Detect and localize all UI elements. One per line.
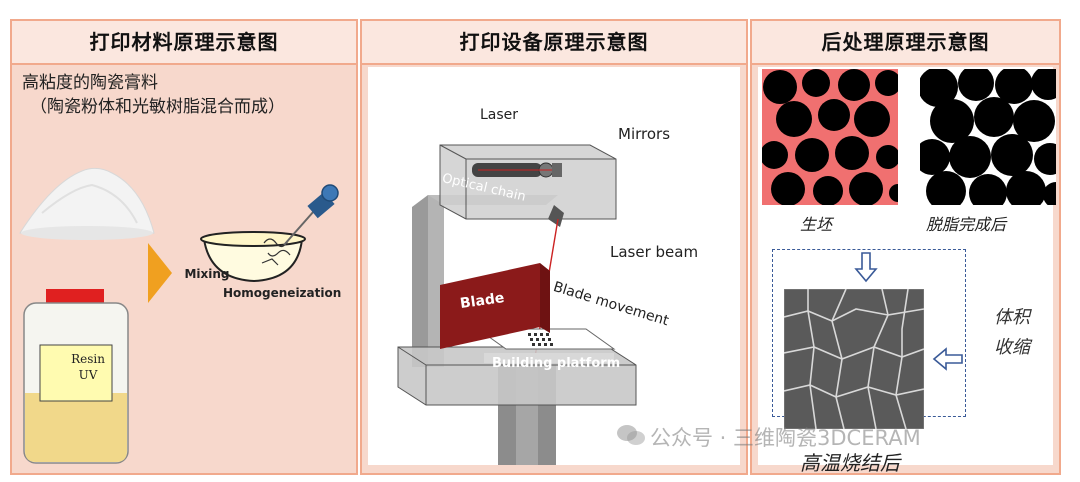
arrow-right-icon (148, 243, 172, 303)
sintered-body-image (784, 289, 924, 429)
material-line2: （陶瓷粉体和光敏树脂混合而成） (30, 97, 285, 117)
diagram-frame: 打印材料原理示意图 高粘度的陶瓷膏料 （陶瓷粉体和光敏树脂混合而成） (10, 19, 1061, 475)
shrink-label-2: 收缩 (994, 337, 1030, 358)
mirrors-label: Mirrors (618, 125, 671, 143)
debound-label: 脱脂完成后 (926, 215, 1007, 234)
material-description: 高粘度的陶瓷膏料 （陶瓷粉体和光敏树脂混合而成） (22, 71, 285, 119)
uv-label: UV (78, 368, 98, 382)
wechat-icon (617, 425, 645, 445)
watermark-text: 公众号 · 三维陶瓷3DCERAM (650, 426, 921, 450)
sintered-label: 高温烧结后 (800, 451, 900, 475)
shrink-arrows (854, 252, 963, 371)
material-header: 打印材料原理示意图 (12, 21, 356, 65)
arrow-left-icon (932, 347, 963, 371)
material-line1: 高粘度的陶瓷膏料 (22, 73, 158, 93)
post-header: 后处理原理示意图 (752, 21, 1059, 65)
mixing-label: Mixing (184, 267, 230, 281)
shrink-label-1: 体积 (994, 307, 1030, 328)
material-illustration (19, 167, 339, 464)
powder-pile-icon (19, 167, 155, 240)
debound-body-image (920, 69, 1056, 205)
resin-label: Resin (71, 352, 105, 366)
printer-illustration (397, 144, 637, 465)
equipment-panel: 打印设备原理示意图 (360, 19, 748, 475)
post-canvas: 生坯 脱脂完成后 (758, 67, 1056, 475)
homogeneization-label: Homogeneization (223, 286, 342, 300)
resin-bottle-icon (23, 289, 129, 464)
building-platform-label: Building platform (492, 356, 621, 371)
arrow-down-icon (854, 252, 878, 283)
laser-label: Laser (480, 107, 519, 123)
equipment-header: 打印设备原理示意图 (362, 21, 746, 65)
material-panel: 打印材料原理示意图 高粘度的陶瓷膏料 （陶瓷粉体和光敏树脂混合而成） (10, 19, 358, 475)
mixing-bowl-icon (200, 184, 339, 283)
green-body-image (762, 69, 898, 205)
green-body-label: 生坯 (800, 215, 833, 234)
laser-beam-label: Laser beam (610, 243, 699, 261)
blade-icon (440, 263, 540, 349)
post-panel: 后处理原理示意图 (750, 19, 1061, 475)
equipment-canvas: Laser Mirrors Optical chain Laser beam B… (368, 67, 740, 465)
